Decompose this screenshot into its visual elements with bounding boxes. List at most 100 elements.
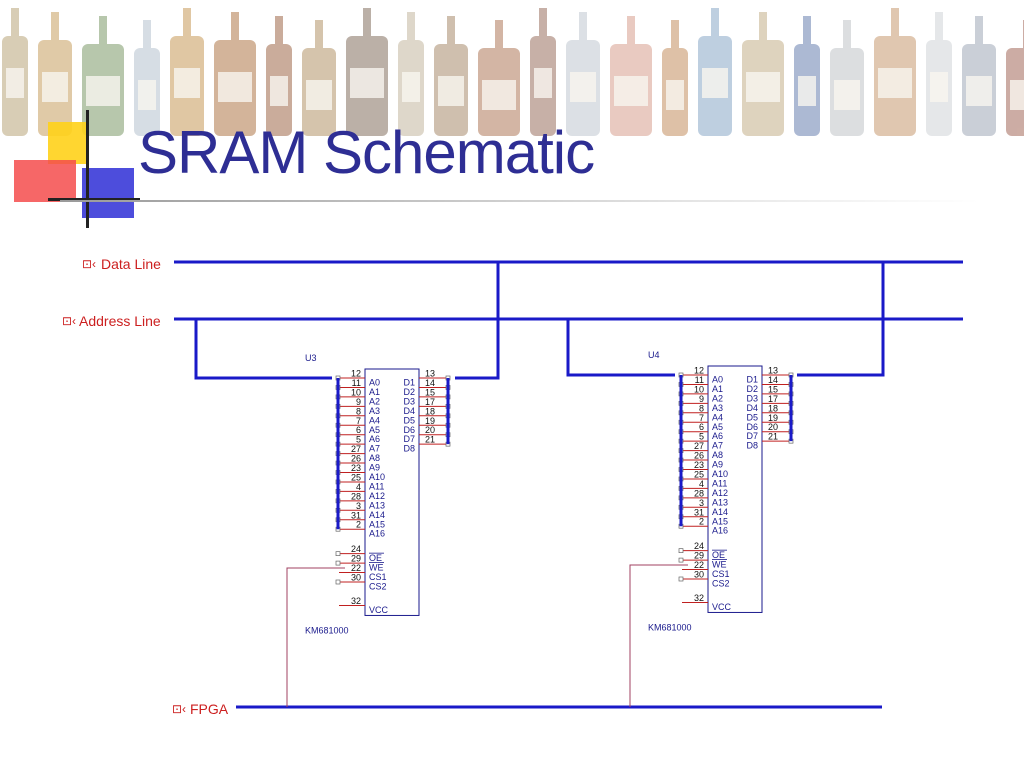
pin-number: 25 (694, 469, 704, 479)
bottle-neck (407, 12, 415, 42)
bottle-neck (11, 8, 19, 38)
pin-name: D2 (403, 387, 415, 397)
pin-number: 28 (694, 488, 704, 498)
chip-body (364, 368, 420, 616)
pin-name: A11 (369, 481, 384, 491)
pin-name: D7 (403, 434, 415, 444)
pin-name: A6 (369, 434, 380, 444)
bottle-label (702, 68, 728, 98)
bottle-body (266, 44, 292, 136)
bottle-neck (975, 16, 983, 46)
bottle-body (794, 44, 820, 136)
title-divider (60, 200, 980, 202)
u3-cs-wire (286, 567, 345, 707)
pin-terminal (678, 548, 684, 554)
bottle-body (478, 48, 520, 136)
pin-number: 21 (425, 435, 435, 445)
bottle-neck (495, 20, 503, 50)
bottle-body (662, 48, 688, 136)
pin-name: A0 (712, 375, 723, 385)
pin-name: A9 (369, 463, 380, 473)
bottle-label (570, 72, 596, 102)
pin-name: A14 (712, 507, 728, 517)
pin-number: 12 (351, 369, 361, 379)
pin-number: 29 (351, 554, 361, 564)
address-line-connector-icon: ⊡‹ (62, 314, 76, 328)
pin-name: A7 (712, 441, 723, 451)
bottle-neck (671, 20, 679, 50)
pin-number: 15 (768, 384, 778, 394)
pin-number: 31 (351, 510, 361, 520)
pin-number: 26 (351, 454, 361, 464)
pin-name: VCC (369, 605, 389, 615)
bottle-body (82, 44, 124, 136)
pin-number: 21 (768, 432, 778, 442)
bottle-neck (99, 16, 107, 46)
pin-number: 23 (351, 463, 361, 473)
pin-number: 11 (695, 375, 704, 385)
pin-number: 29 (694, 551, 704, 561)
pin-number: 11 (352, 378, 361, 388)
pin-name: A12 (712, 488, 728, 498)
pin-number: 32 (351, 596, 361, 606)
pin-name: A11 (712, 478, 727, 488)
bottle-neck (315, 20, 323, 50)
bottle-label (438, 76, 464, 106)
chip-u4: U4KM68100012A011A110A29A38A47A56A65A727A… (648, 350, 794, 632)
bottle-body (874, 36, 916, 136)
bottle-neck (231, 12, 239, 42)
bottle-neck (759, 12, 767, 42)
bottle-label (306, 80, 332, 110)
address-line-label: Address Line (79, 313, 161, 329)
bottle-label (878, 68, 912, 98)
pin-name: A3 (369, 406, 380, 416)
pin-name: A4 (712, 412, 723, 422)
slide-logo (14, 110, 140, 228)
pin-number: 5 (699, 432, 704, 442)
pin-name: A7 (369, 444, 380, 454)
u4-cs-wire (629, 564, 688, 707)
bottle-label (138, 80, 156, 110)
chip-part-number: KM681000 (648, 622, 692, 632)
u3-address-tap (194, 319, 332, 380)
pin-name: A3 (712, 403, 723, 413)
bottle-label (270, 76, 288, 106)
bottle-body (698, 36, 732, 136)
pin-number: 24 (351, 544, 361, 554)
bottle-label (666, 80, 684, 110)
pin-name: A14 (369, 510, 385, 520)
bottle-neck (803, 16, 811, 46)
pin-number: 6 (356, 425, 361, 435)
bottle-body (134, 48, 160, 136)
pin-name: A13 (712, 497, 728, 507)
pin-number: 27 (694, 441, 704, 451)
pin-number: 19 (425, 416, 435, 426)
pin-name: A6 (712, 431, 723, 441)
pin-number: 24 (694, 541, 704, 551)
bottle-label (482, 80, 516, 110)
bottle-neck (183, 8, 191, 38)
pin-number: 2 (356, 520, 361, 530)
bottle-body (170, 36, 204, 136)
pin-number: 8 (356, 406, 361, 416)
pin-name: D2 (746, 384, 758, 394)
pin-number: 10 (694, 384, 704, 394)
pin-name: OE (712, 550, 725, 560)
pin-number: 7 (356, 416, 361, 426)
pin-name: CS2 (712, 579, 730, 589)
data-line-label: Data Line (101, 256, 161, 272)
bottle-label (6, 68, 24, 98)
slide-title: SRAM Schematic (138, 119, 595, 186)
pin-terminal (678, 576, 684, 582)
chip-select-wires (286, 564, 688, 707)
bottle-body (530, 36, 556, 136)
bottle-label (174, 68, 200, 98)
bottle-label (350, 68, 384, 98)
bottle-label (746, 72, 780, 102)
bottle-body (610, 44, 652, 136)
pin-number: 4 (356, 482, 361, 492)
pin-name: A1 (369, 387, 380, 397)
pin-number: 30 (351, 573, 361, 583)
bottle-body (434, 44, 468, 136)
